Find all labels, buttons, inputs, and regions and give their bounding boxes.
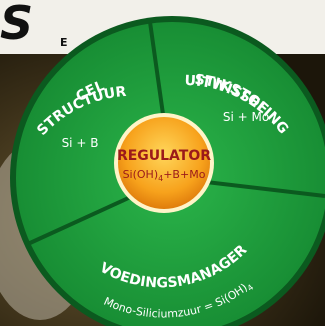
segment-stikstof-sub: Si + Mo (223, 110, 269, 124)
center-formula: Si(OH)4+B+Mo (123, 168, 206, 183)
segment-cel-sub: Si + B (62, 136, 99, 150)
brand-logo: S E (0, 0, 90, 52)
logo-mark: S (0, 0, 33, 50)
center-disc (118, 117, 210, 209)
logo-letter: E (60, 36, 68, 49)
center-title: REGULATOR (117, 148, 211, 164)
